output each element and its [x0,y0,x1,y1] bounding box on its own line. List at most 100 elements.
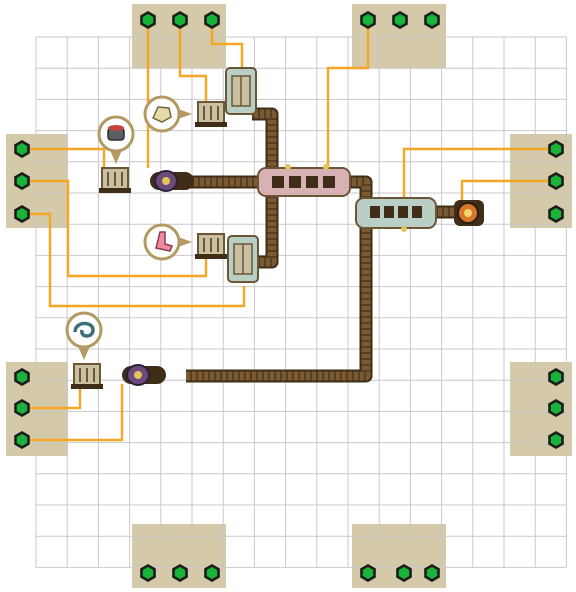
pod-slot [412,206,422,218]
turret-eye [464,209,472,217]
port-core-icon [206,567,218,579]
pod-slot [306,176,318,188]
connection-ports [14,11,564,582]
pod-slot [323,176,335,188]
port-right-lower-2[interactable] [548,399,564,417]
crate-base [195,122,227,127]
bubble-ring [65,311,103,349]
port-top-right-1[interactable] [360,11,376,29]
bubble-pointer [178,237,192,247]
wire-coil-icon[interactable] [65,311,103,360]
port-core-icon [550,402,562,414]
signal-wire [22,179,208,278]
port-left-upper-3[interactable] [14,205,30,223]
bubble-pointer [110,150,122,164]
port-core-icon [398,567,410,579]
port-top-right-2[interactable] [392,11,408,29]
machine-smelter-lower[interactable] [122,364,166,386]
port-top-right-3[interactable] [424,11,440,29]
crate-base [71,384,103,389]
pod-light [323,164,329,170]
port-right-upper-1[interactable] [548,140,564,158]
crate-base [195,254,227,259]
pod-slot [384,206,394,218]
port-core-icon [174,14,186,26]
port-bottom-right-3[interactable] [424,564,440,582]
port-core-icon [550,143,562,155]
signal-wire [22,384,82,410]
smelter-core [134,371,142,379]
pod-body [355,197,437,229]
signal-wire [210,20,244,72]
port-bottom-left-3[interactable] [204,564,220,582]
machine-drum-upper[interactable] [225,67,257,115]
machine-crate-left[interactable] [99,167,131,193]
signal-wire [178,20,208,104]
port-top-left-3[interactable] [204,11,220,29]
conveyor-belts [186,107,458,383]
port-right-upper-3[interactable] [548,205,564,223]
port-core-icon [16,175,28,187]
port-left-upper-1[interactable] [14,140,30,158]
machines-layer [71,67,484,389]
port-left-upper-2[interactable] [14,172,30,190]
machine-output-turret[interactable] [454,200,484,226]
port-top-left-2[interactable] [172,11,188,29]
pod-light [401,226,407,232]
machine-crate-bottom[interactable] [71,363,103,389]
signal-wire [22,384,124,442]
port-core-icon [550,208,562,220]
port-core-icon [362,567,374,579]
port-left-lower-1[interactable] [14,368,30,386]
port-top-left-1[interactable] [140,11,156,29]
signal-wires [22,20,556,442]
pink-sock-icon[interactable] [143,223,192,261]
machine-assembler-pod[interactable] [257,164,351,197]
port-core-icon [362,14,374,26]
port-bottom-left-2[interactable] [172,564,188,582]
bubble-pointer [178,109,192,119]
port-left-lower-2[interactable] [14,399,30,417]
port-right-lower-1[interactable] [548,368,564,386]
machine-smelter-upper[interactable] [150,170,194,192]
pod-light [285,164,291,170]
port-left-lower-3[interactable] [14,431,30,449]
port-bottom-right-1[interactable] [360,564,376,582]
machine-crate-upper[interactable] [195,101,227,127]
sock-shape [155,231,174,252]
signal-wire [460,179,556,200]
crate-base [99,188,131,193]
pod-slot [370,206,380,218]
signal-wire [22,212,246,308]
pod-slot [289,176,301,188]
machine-drum-lower[interactable] [227,235,259,283]
metal-pot-icon[interactable] [97,115,135,164]
port-core-icon [174,567,186,579]
resource-bubbles [65,95,192,360]
port-right-lower-3[interactable] [548,431,564,449]
conveyor-belt-slats [252,109,277,170]
port-core-icon [394,14,406,26]
signal-wire [402,147,556,200]
spring-shape [73,321,95,338]
smelter-core [162,177,170,185]
pod-slot [272,176,284,188]
pod-slot [398,206,408,218]
machine-crate-lower[interactable] [195,233,227,259]
port-core-icon [16,371,28,383]
port-core-icon [550,175,562,187]
port-core-icon [426,14,438,26]
pot-rim [108,125,124,131]
port-core-icon [16,208,28,220]
port-right-upper-2[interactable] [548,172,564,190]
port-bottom-left-1[interactable] [140,564,156,582]
port-core-icon [16,402,28,414]
ore-chunk-icon[interactable] [143,95,192,133]
pod-body [257,167,351,197]
port-bottom-right-2[interactable] [396,564,412,582]
port-core-icon [426,567,438,579]
port-core-icon [550,371,562,383]
port-core-icon [16,143,28,155]
machine-combiner-pod[interactable] [355,197,437,232]
